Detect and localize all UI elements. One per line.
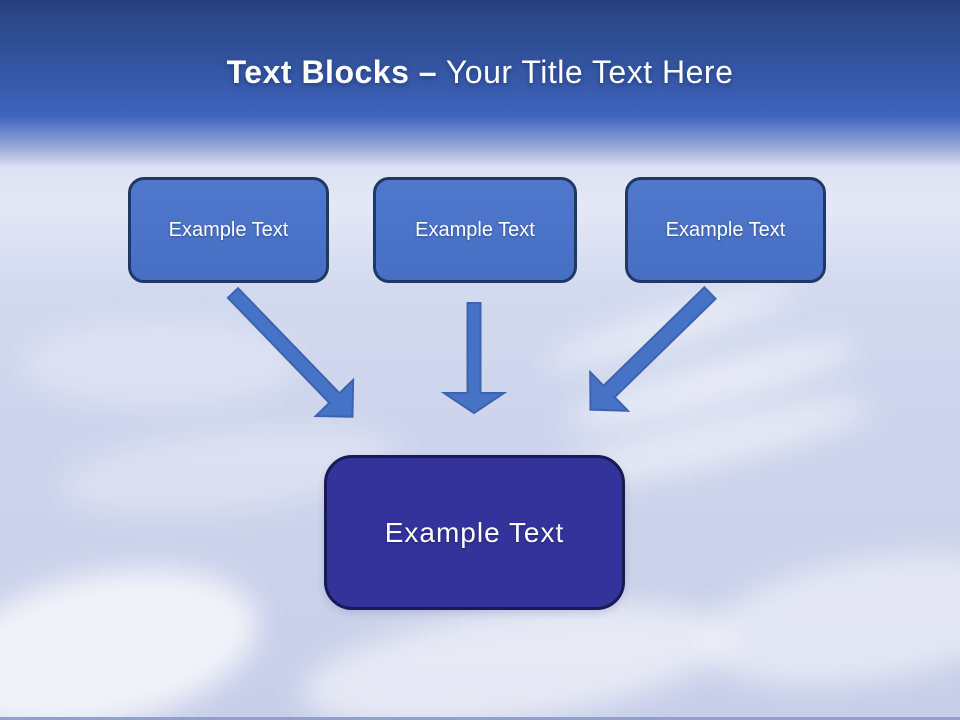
title-separator: – [418,54,438,90]
middle-arrow-down-icon[interactable] [440,302,508,415]
source-box-1[interactable]: Example Text [128,177,329,283]
source-box-3-label: Example Text [665,218,786,241]
source-box-1-label: Example Text [168,218,289,241]
source-box-2-label: Example Text [415,218,535,241]
title-bold-text: Text Blocks [226,54,410,90]
source-box-2[interactable]: Example Text [373,177,577,283]
source-box-3[interactable]: Example Text [625,177,826,283]
target-box[interactable]: Example Text [324,455,625,610]
right-arrow-down-left-icon[interactable] [572,274,729,429]
bottom-edge-strip [0,717,960,720]
title-regular-text: Your Title Text Here [445,54,734,90]
target-box-label: Example Text [384,516,565,548]
left-arrow-down-right-icon[interactable] [214,275,371,435]
slide-title[interactable]: Text Blocks – Your Title Text Here [0,52,960,92]
